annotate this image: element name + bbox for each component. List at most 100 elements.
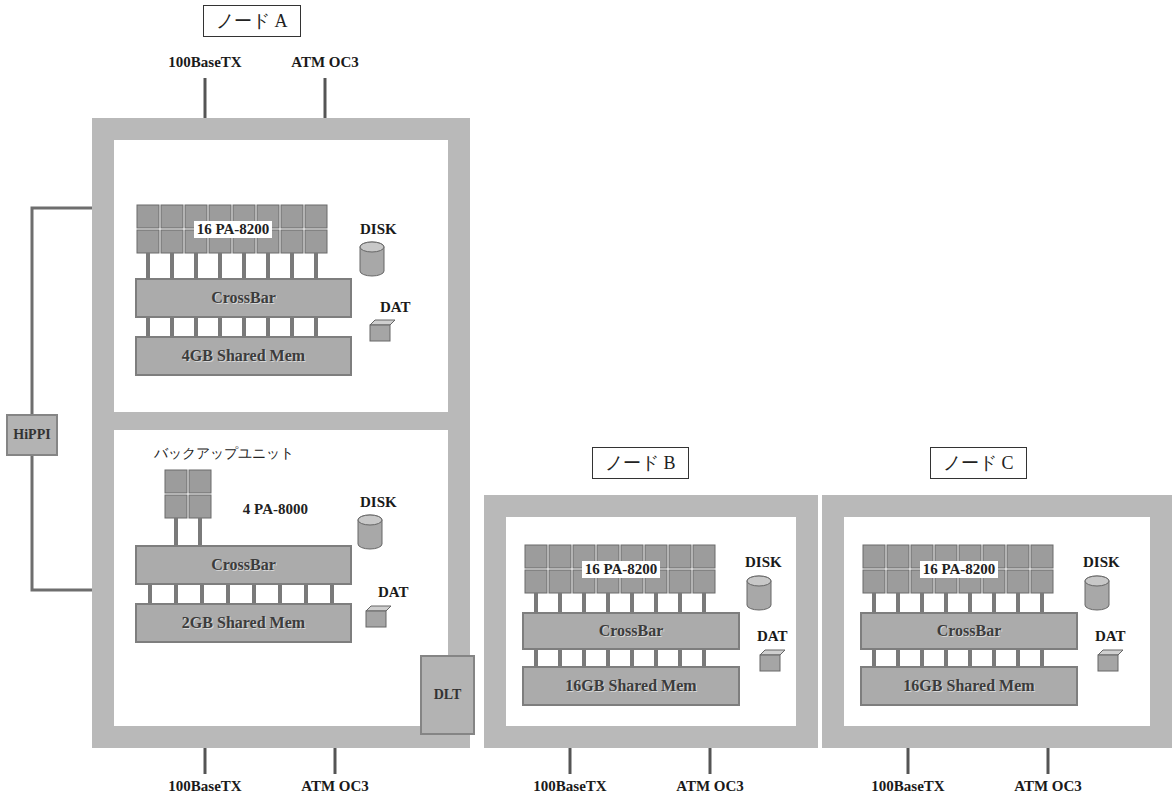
- crossbar-box: CrossBar: [522, 612, 740, 650]
- bus-tick: [290, 253, 294, 278]
- bus-tick: [1040, 650, 1044, 666]
- cpu-chip: [189, 470, 211, 493]
- bus-tick: [534, 650, 538, 666]
- tape-symbol: [370, 325, 390, 341]
- node-text: 16 PA-8200: [194, 221, 273, 238]
- bus-tick: [630, 650, 634, 666]
- bus-tick: [174, 585, 178, 603]
- bus-tick: [968, 650, 972, 666]
- bus-tick: [200, 585, 204, 603]
- bus-tick: [330, 585, 334, 603]
- cpu-chip: [161, 230, 183, 253]
- memory-box: 16GB Shared Mem: [860, 666, 1078, 706]
- cpu-chip: [669, 570, 691, 593]
- disk-symbol: [1085, 576, 1109, 610]
- cpu-chip: [137, 205, 159, 228]
- bus-tick: [266, 318, 270, 336]
- bus-tick: [218, 253, 222, 278]
- device-label: DISK: [745, 554, 782, 571]
- bus-tick: [1016, 650, 1020, 666]
- disk-symbol: [360, 242, 384, 276]
- port-label: ATM OC3: [301, 778, 369, 795]
- node-text: ノード B: [592, 447, 689, 479]
- network-port-line: [709, 748, 712, 774]
- cpu-chip: [863, 570, 885, 593]
- node-text: 4 PA-8000: [241, 501, 310, 518]
- cpu-chip: [863, 545, 885, 568]
- node-text: ノード C: [930, 447, 1027, 479]
- bus-tick: [558, 593, 562, 612]
- bus-tick: [146, 318, 150, 336]
- node-text: HiPPI: [13, 427, 50, 443]
- bus-tick: [148, 585, 152, 603]
- bus-tick: [198, 518, 202, 545]
- disk-symbol: [747, 576, 771, 610]
- hippi-link: [32, 208, 92, 414]
- node-text: CrossBar: [599, 622, 664, 640]
- network-port-line: [1047, 748, 1050, 774]
- bus-tick: [606, 650, 610, 666]
- cpu-group: 16 PA-8200: [863, 545, 1055, 593]
- node-text: 4GB Shared Mem: [182, 347, 305, 365]
- bus-tick: [314, 318, 318, 336]
- bus-tick: [872, 650, 876, 666]
- cpu-chip: [887, 545, 909, 568]
- bus-tick: [278, 585, 282, 603]
- hippi-box: HiPPI: [6, 414, 58, 456]
- bus-tick: [944, 650, 948, 666]
- port-label: ATM OC3: [1014, 778, 1082, 795]
- bus-tick: [174, 518, 178, 545]
- cpu-chip: [525, 545, 547, 568]
- bus-tick: [582, 593, 586, 612]
- hippi-link: [32, 456, 92, 590]
- cpu-chip: [1007, 570, 1029, 593]
- memory-box: 16GB Shared Mem: [522, 666, 740, 706]
- network-port-line: [204, 78, 207, 118]
- network-port-line: [569, 748, 572, 774]
- bus-tick: [582, 650, 586, 666]
- cpu-chip: [137, 230, 159, 253]
- node-text: 16GB Shared Mem: [565, 677, 696, 695]
- bus-tick: [944, 593, 948, 612]
- device-label: DAT: [380, 299, 411, 316]
- bus-tick: [968, 593, 972, 612]
- disk-symbol-top: [747, 576, 771, 586]
- bus-tick: [920, 593, 924, 612]
- cpu-chip: [1031, 545, 1053, 568]
- node-text: 16 PA-8200: [920, 561, 999, 578]
- node-text: ノード A: [203, 5, 301, 37]
- node-text: 16GB Shared Mem: [903, 677, 1034, 695]
- tape-drive-box: DLT: [420, 655, 475, 735]
- port-label: 100BaseTX: [533, 778, 606, 795]
- bus-tick: [896, 650, 900, 666]
- memory-box: 4GB Shared Mem: [135, 336, 352, 376]
- memory-box: 2GB Shared Mem: [135, 603, 352, 643]
- tape-symbol-top: [760, 650, 785, 655]
- bus-tick: [194, 318, 198, 336]
- cpu-chip: [165, 470, 187, 493]
- bus-tick: [304, 585, 308, 603]
- bus-tick: [252, 585, 256, 603]
- network-port-line: [204, 748, 207, 774]
- device-label: DISK: [360, 494, 397, 511]
- disk-symbol-top: [1085, 576, 1109, 586]
- network-port-line: [907, 748, 910, 774]
- tape-symbol: [366, 611, 386, 627]
- node-text: 16 PA-8200: [582, 561, 661, 578]
- bus-tick: [534, 593, 538, 612]
- bus-tick: [678, 650, 682, 666]
- cpu-chip: [305, 230, 327, 253]
- cpu-group: 4 PA-8000: [160, 466, 310, 522]
- device-label: DISK: [360, 221, 397, 238]
- cpu-chip: [669, 545, 691, 568]
- bus-tick: [872, 593, 876, 612]
- node-text: 2GB Shared Mem: [182, 614, 305, 632]
- bus-tick: [630, 593, 634, 612]
- bus-tick: [606, 593, 610, 612]
- bus-tick: [170, 318, 174, 336]
- cpu-chip: [693, 570, 715, 593]
- bus-tick: [1040, 593, 1044, 612]
- bus-tick: [290, 318, 294, 336]
